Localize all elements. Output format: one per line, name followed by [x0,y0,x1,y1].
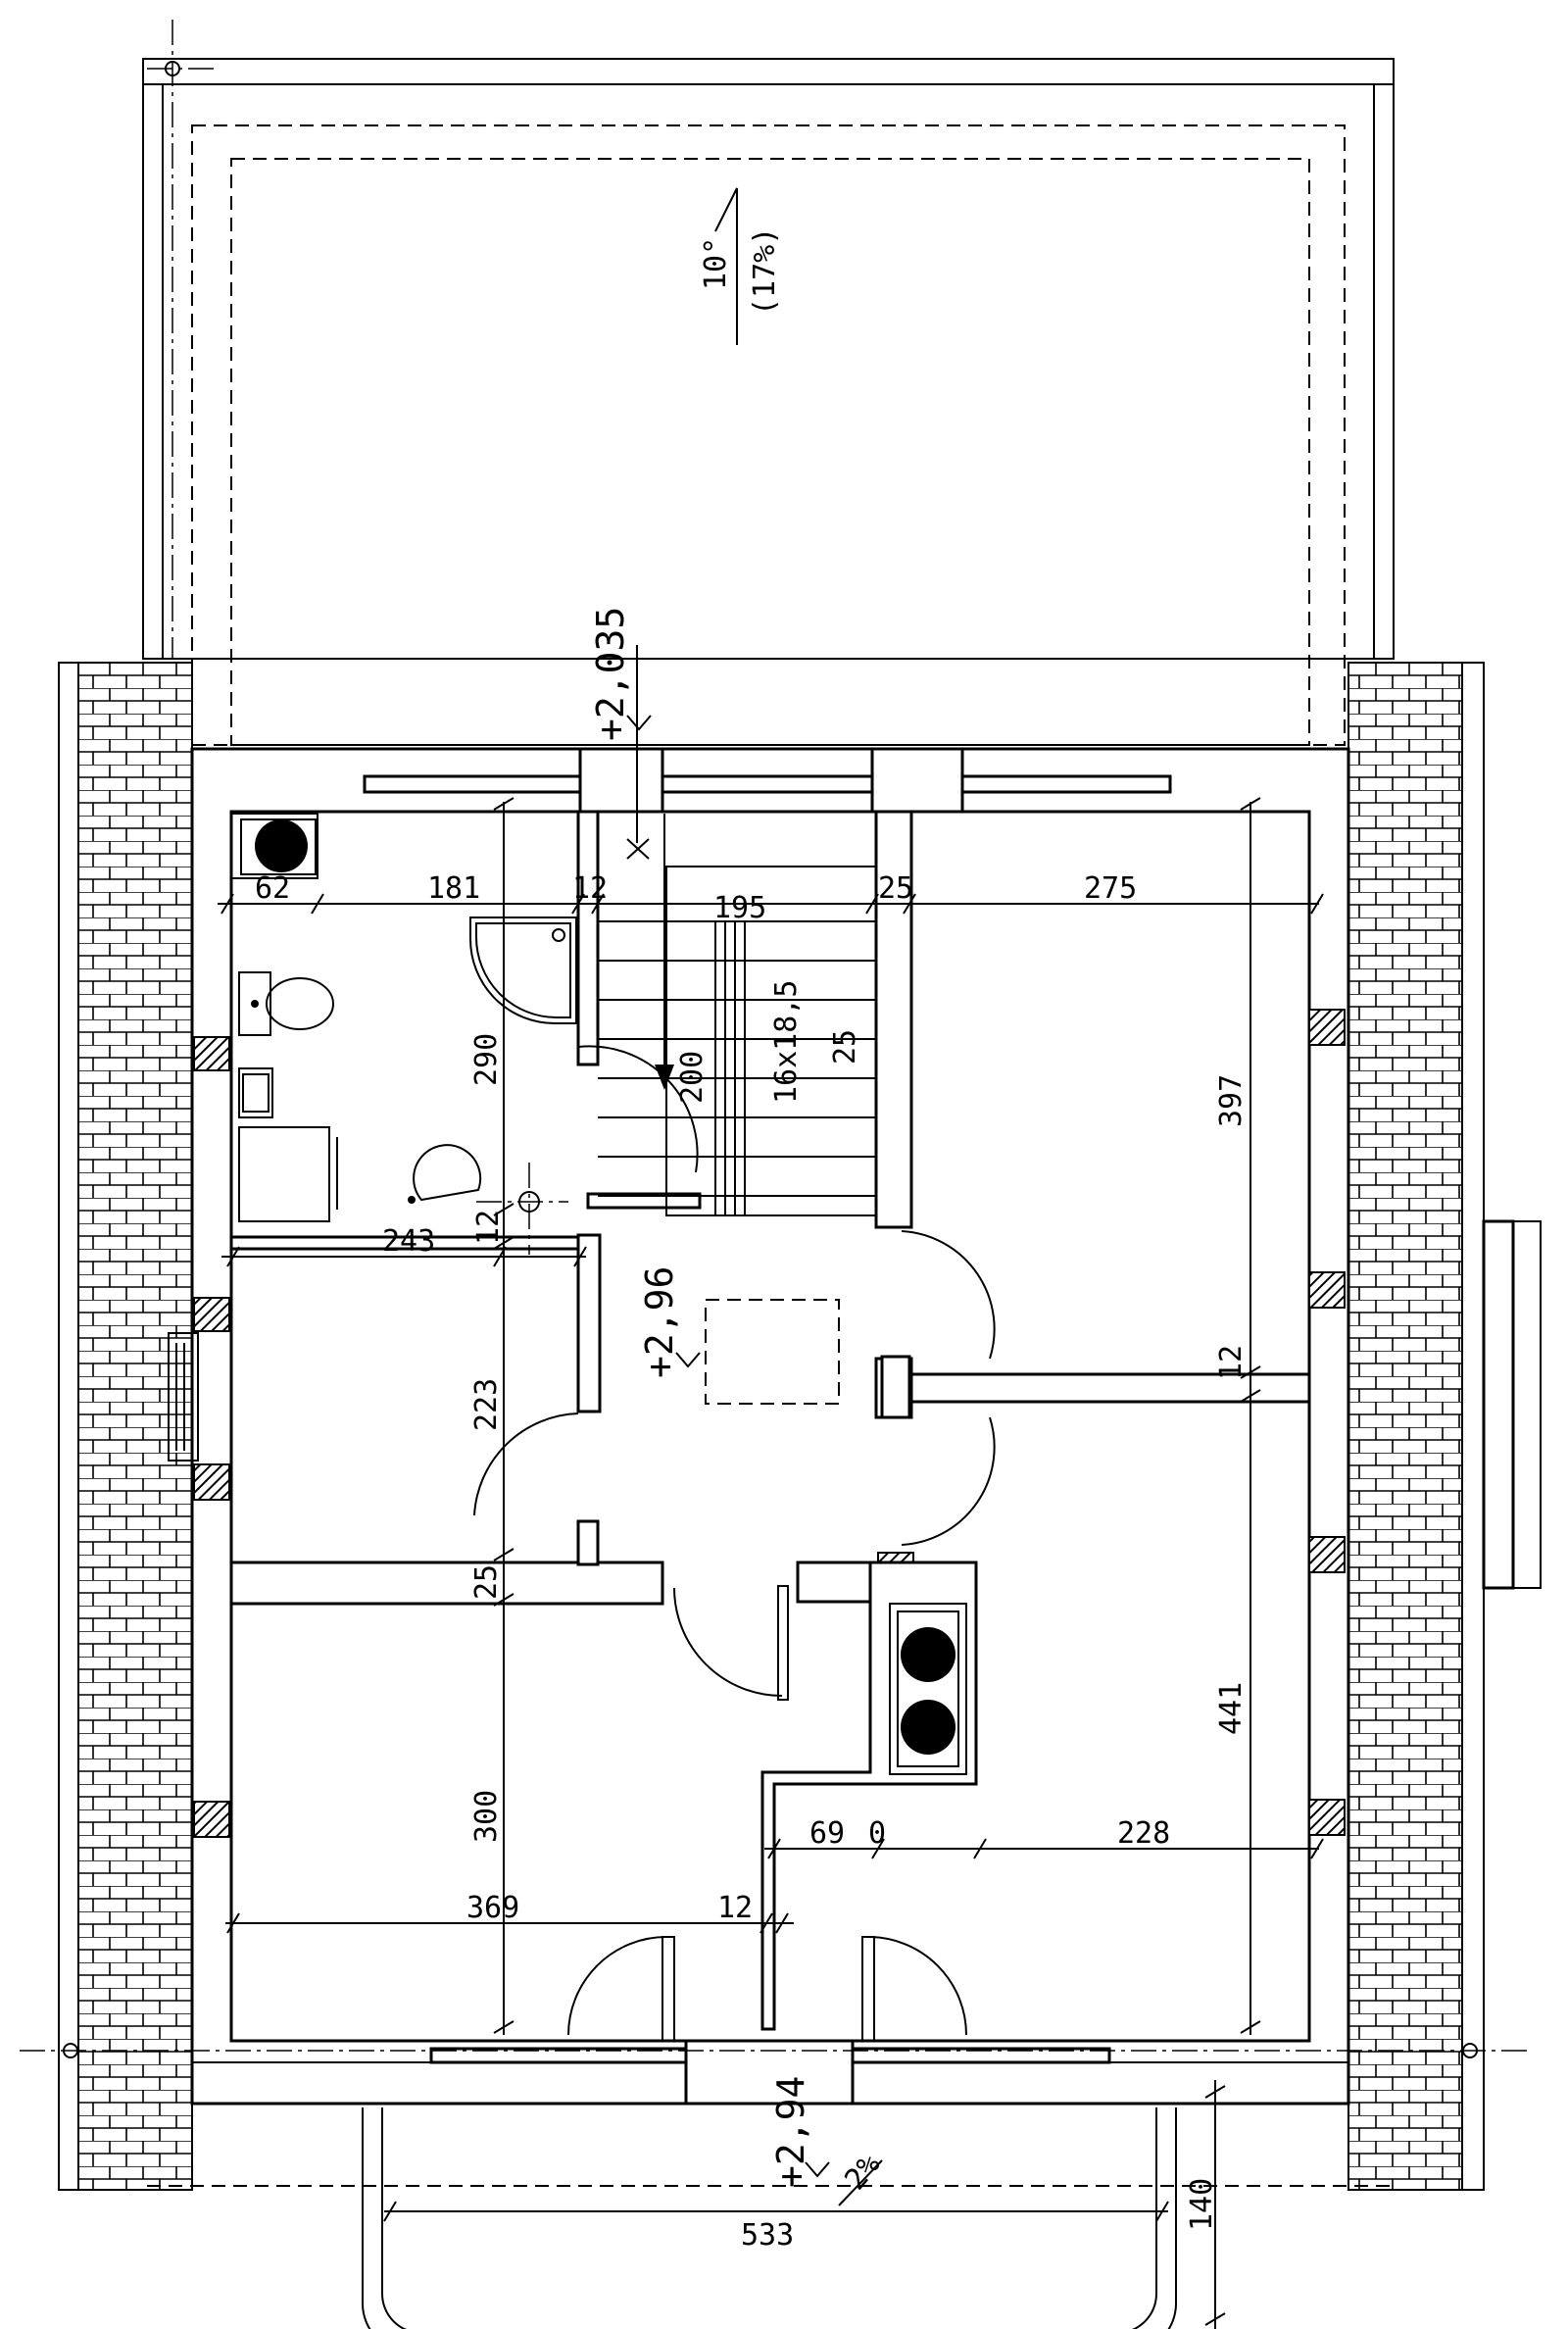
stair-run-label: 200 [675,1051,710,1104]
dim-12c: 12 [1214,1345,1249,1380]
dim-62: 62 [255,871,290,906]
dim-25b: 25 [469,1564,504,1600]
dimension-lines [218,797,1324,2329]
balcony [362,2107,1177,2329]
windows-top [363,747,1172,814]
level-marker-hall: +2,96 [638,1266,701,1378]
dim-441: 441 [1214,1682,1249,1735]
bathroom-fixtures [238,917,577,1222]
dim-12a: 12 [572,871,608,906]
dim-12d: 12 [717,1891,753,1925]
staircase: 200 16x18,5 25 [598,814,877,1216]
chimney-main [889,1603,967,1775]
roof-pitch-angle: 10° [699,237,733,290]
level-marker-terrace: +2,035 [589,607,652,860]
level-balcony-label: +2,94 [769,2076,812,2188]
dim-195: 195 [713,891,766,925]
chimney-bathroom [230,813,318,879]
dim-0: 0 [868,1816,886,1851]
balcony-slope-label: 2% [838,2148,887,2197]
stair-tread-label: 25 [828,1029,862,1065]
axis-lines [20,1163,1529,2058]
dim-300: 300 [469,1790,504,1843]
attic-hatch [705,1299,840,1405]
doors [473,1045,996,2042]
dim-25a: 25 [878,871,913,906]
dim-243: 243 [382,1224,435,1259]
terrace-roof [142,20,1395,746]
dim-228: 228 [1117,1816,1170,1851]
wall-piers [168,1009,1346,1838]
level-hall-label: +2,96 [638,1266,681,1378]
dim-290: 290 [469,1033,504,1086]
dim-533: 533 [741,2218,794,2253]
dim-140: 140 [1185,2178,1219,2231]
roof-pitch-symbol: 10° (17%) [699,187,782,345]
dim-369: 369 [466,1891,519,1925]
dim-275: 275 [1084,871,1137,906]
roof-tiles [58,658,1542,2191]
dim-223: 223 [469,1378,504,1431]
dim-12b: 12 [471,1210,506,1245]
dim-397: 397 [1214,1074,1249,1127]
stair-steps-label: 16x18,5 [769,980,804,1104]
roof-pitch-percent: (17%) [748,227,782,316]
dim-181: 181 [427,871,480,906]
dimension-labels: 62 181 12 195 25 275 290 397 12 243 12 2… [255,871,1249,2253]
dim-69: 69 [809,1816,845,1851]
level-terrace-label: +2,035 [589,607,632,741]
